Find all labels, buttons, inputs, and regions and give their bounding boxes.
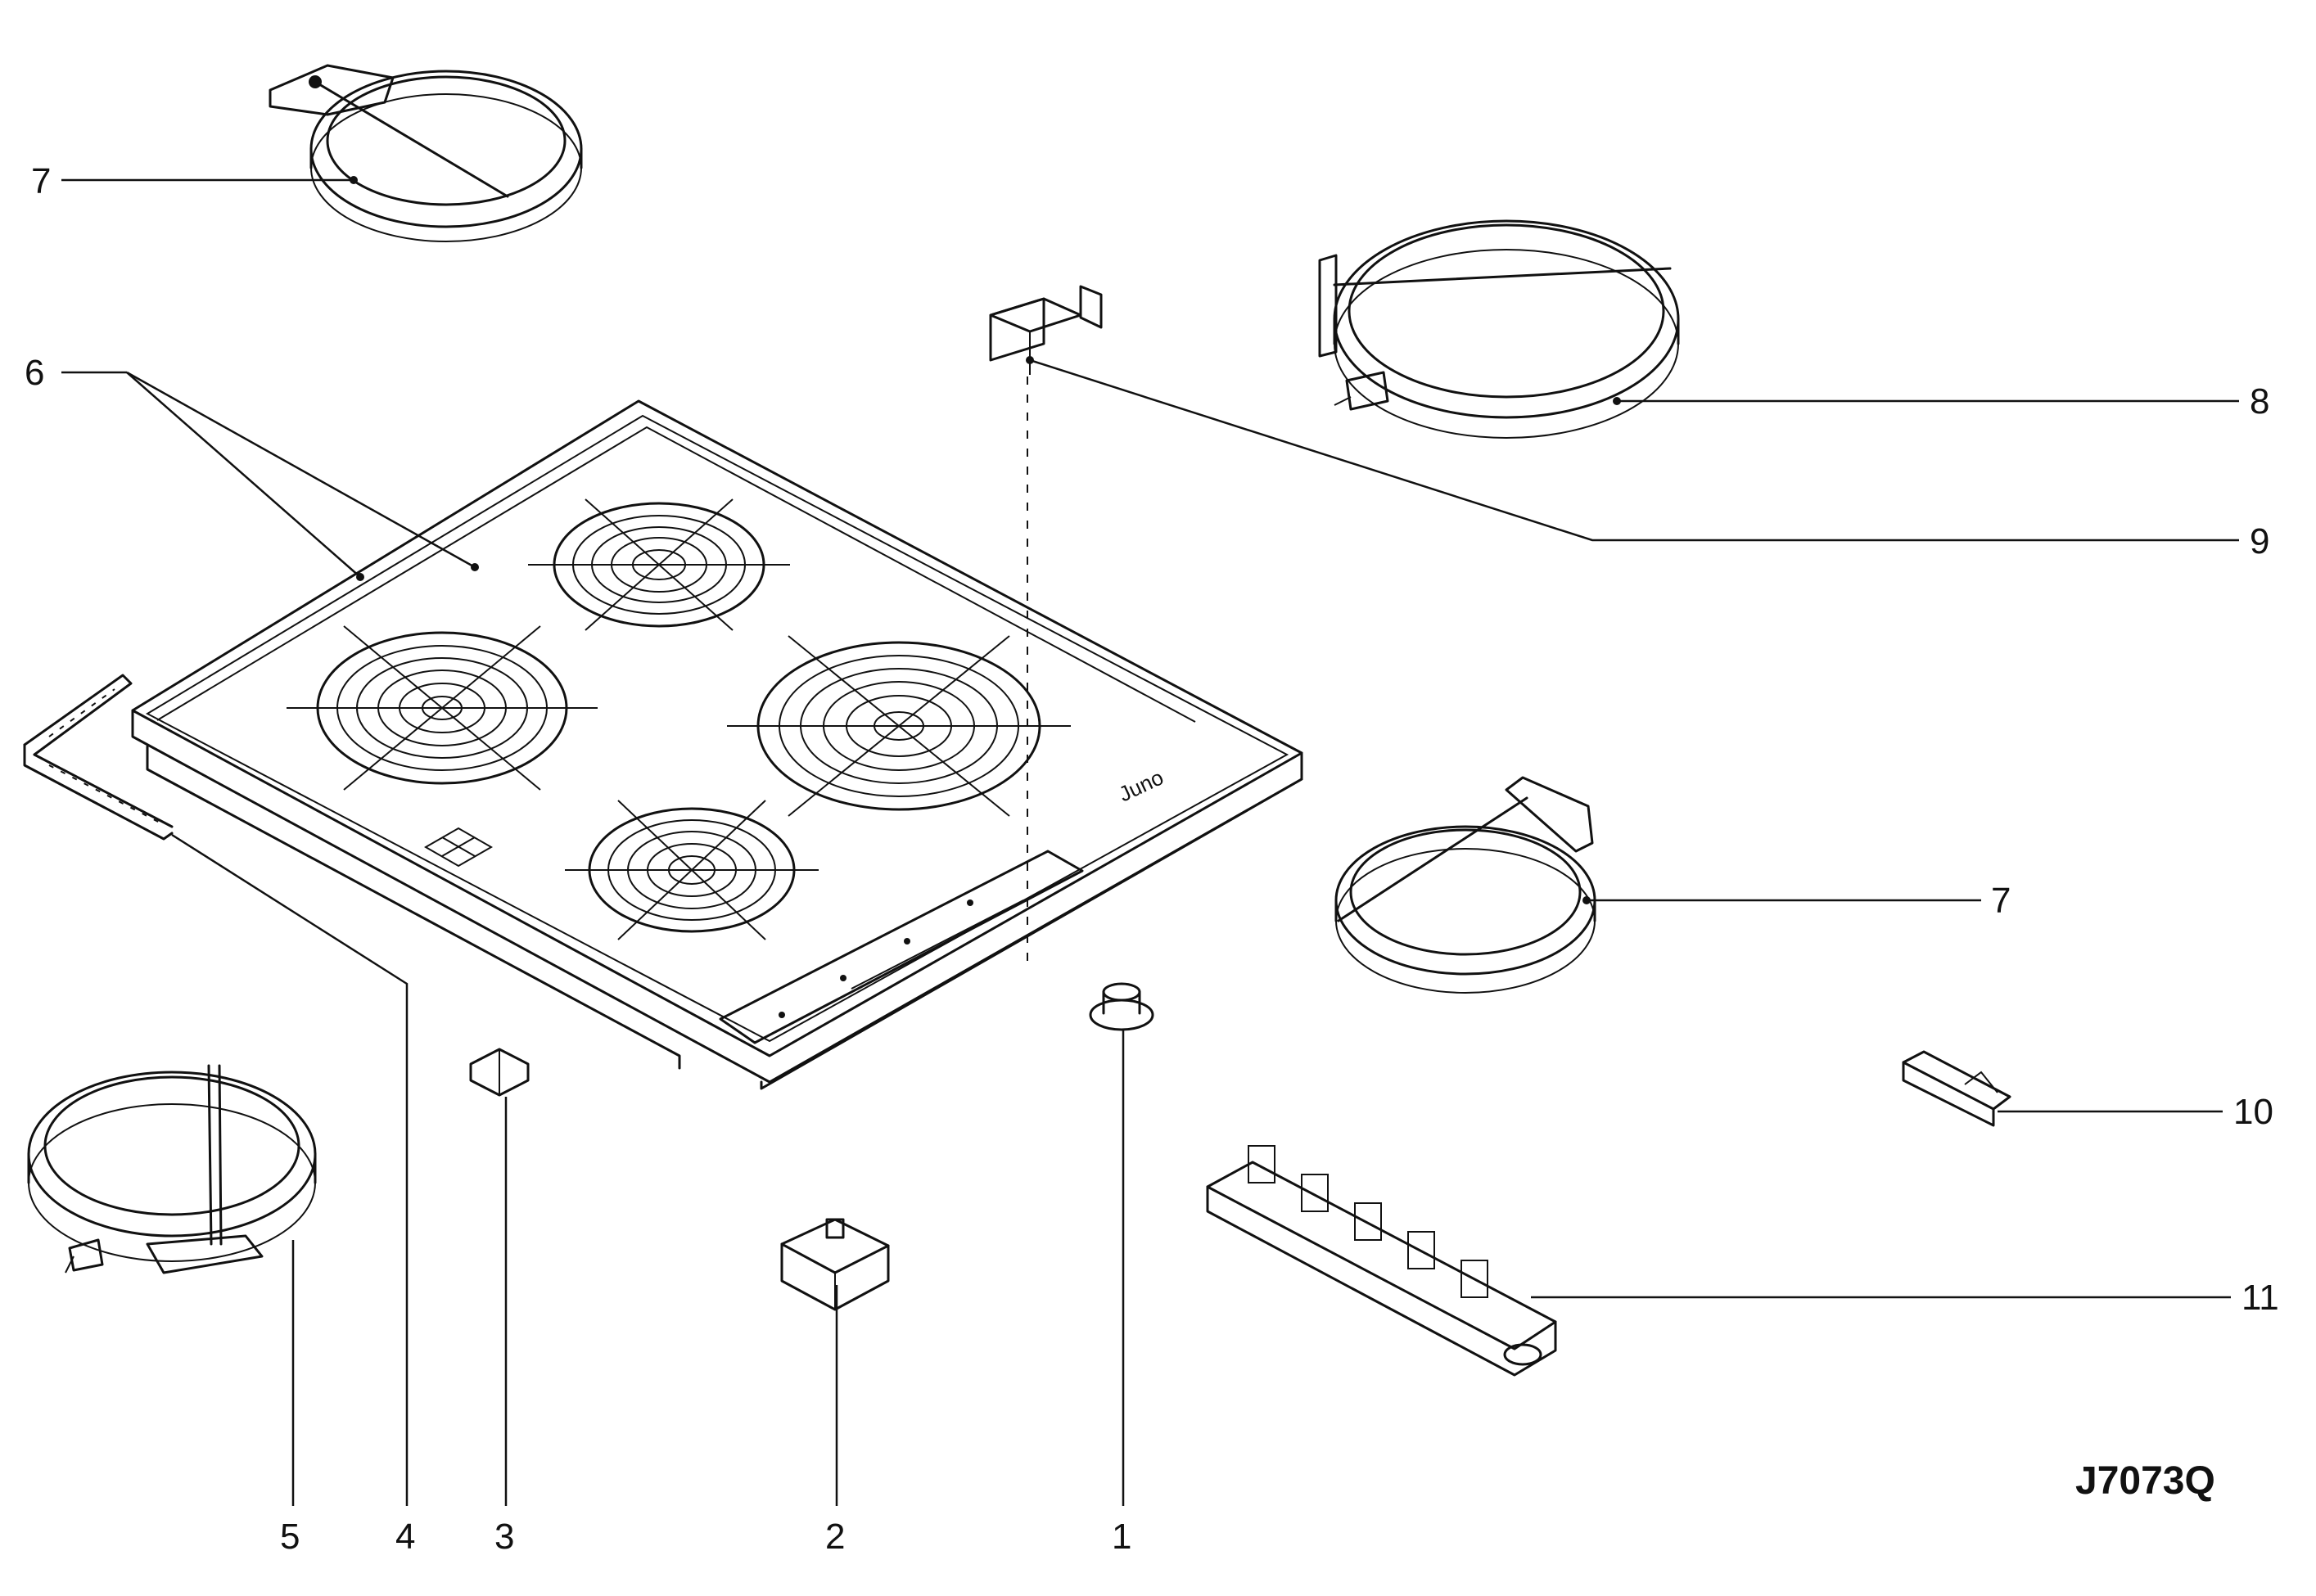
hob-brand-label: Juno [1115,764,1167,806]
radiant-heater-7-right [1334,776,1596,994]
leader-lines [61,176,2239,1506]
callout-9: 9 [2250,521,2269,561]
control-indicators [779,899,973,1018]
heat-indicator-icon [423,827,494,868]
cooking-zone-front-left [287,625,598,791]
cap-part-1 [1089,982,1154,1031]
callout-labels: 7 6 8 9 7 10 11 5 4 3 2 1 J7073Q [25,161,2279,1557]
terminal-block-part-11 [1206,1145,1557,1377]
callout-7-top: 7 [31,161,51,201]
callout-5: 5 [280,1517,300,1557]
thermostat-bracket [989,285,1103,966]
seal-strip [23,674,174,841]
callout-6: 6 [25,353,44,393]
radiant-heater-7-top [269,64,583,242]
drawing-code: J7073Q [2075,1459,2215,1503]
callout-8: 8 [2250,381,2269,422]
callout-7-right: 7 [1991,881,2011,921]
connector-part-3 [469,1048,530,1097]
callout-4: 4 [395,1517,415,1557]
radiant-heater-8 [1318,219,1680,439]
callout-3: 3 [494,1517,514,1557]
switch-part-2 [780,1218,890,1311]
callout-1: 1 [1112,1517,1131,1557]
clip-part-10 [1902,1050,2011,1127]
callout-11: 11 [2242,1278,2279,1318]
callout-10: 10 [2233,1092,2273,1132]
ceramic-hob-top: Juno [131,399,1303,1090]
cooking-zone-front-right [565,800,819,940]
radiant-heater-5 [27,1064,317,1274]
callout-2: 2 [825,1517,845,1557]
cooking-zone-rear-left [528,498,790,631]
cooking-zone-rear-right [727,635,1071,817]
